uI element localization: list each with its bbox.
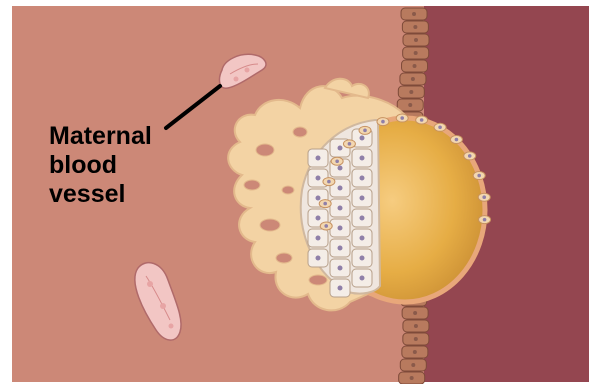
- maternal-blood-vessel-label: Maternal blood vessel: [49, 122, 152, 209]
- label-line-1: Maternal: [49, 122, 152, 151]
- label-line-2: blood: [49, 151, 152, 180]
- label-line-3: vessel: [49, 180, 152, 209]
